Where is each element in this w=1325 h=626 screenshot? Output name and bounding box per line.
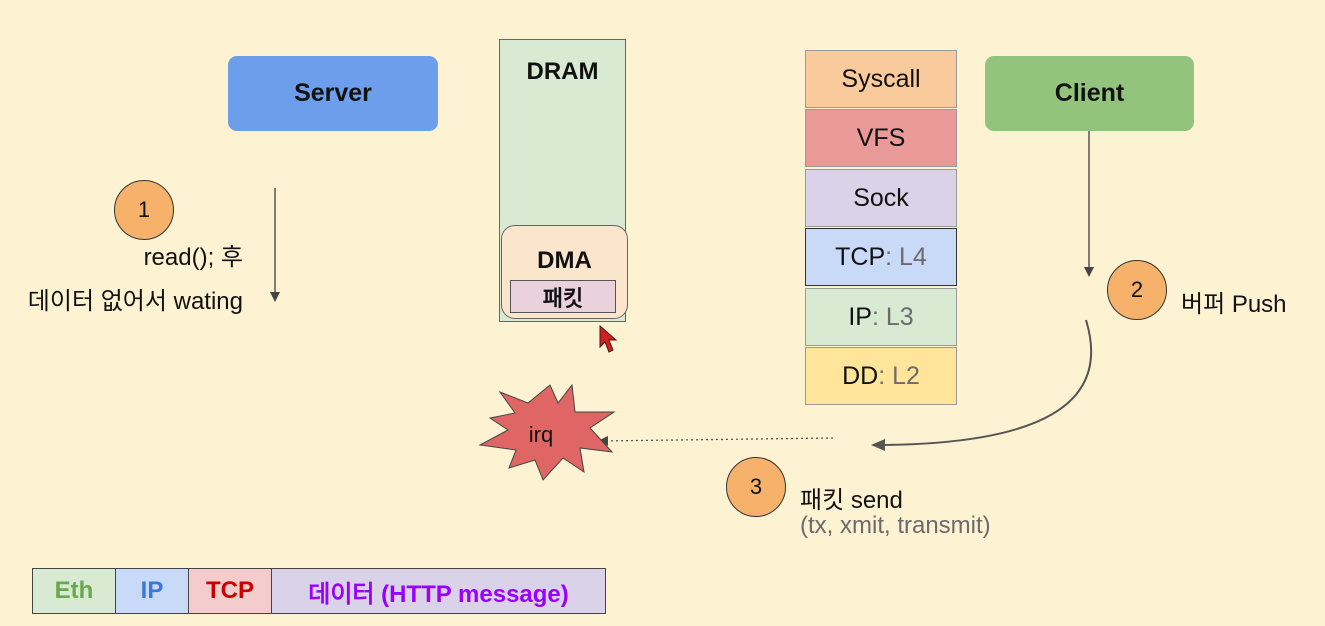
- step-2-circle: 2: [1107, 260, 1167, 320]
- legend-ip: IP: [115, 568, 189, 614]
- step-1-text-line2: 데이터 없어서 wating: [27, 288, 243, 315]
- irq-label: irq: [529, 422, 553, 447]
- step-1-number: 1: [137, 197, 151, 222]
- stack-dd-layer: : L2: [878, 361, 920, 390]
- legend-eth-label: Eth: [54, 577, 94, 604]
- stack-syscall: Syscall: [805, 50, 957, 108]
- step-3-number: 3: [749, 474, 763, 499]
- stack-ip-layer: : L3: [871, 302, 914, 331]
- step-3-subtext: (tx, xmit, transmit): [800, 512, 991, 539]
- legend-tcp: TCP: [188, 568, 272, 614]
- stack-sock-name: Sock: [853, 183, 909, 212]
- step-3-circle: 3: [726, 457, 786, 517]
- dram-label: DRAM: [526, 58, 599, 85]
- stack-vfs: VFS: [805, 109, 957, 167]
- stack-ip: IP: L3: [805, 288, 957, 346]
- step-3-text: 패킷 send: [800, 487, 903, 514]
- step-2-number: 2: [1130, 277, 1144, 302]
- legend-eth: Eth: [32, 568, 116, 614]
- packet-label: 패킷: [542, 285, 584, 311]
- step-1-circle: 1: [114, 180, 174, 240]
- irq-dotted-arrow: [598, 435, 834, 446]
- dma-box: DMA 패킷: [501, 225, 628, 319]
- stack-tcp: TCP: L4: [805, 228, 957, 286]
- stack-sock: Sock: [805, 169, 957, 227]
- stack-ip-name: IP: [848, 302, 872, 331]
- packet-box: 패킷: [510, 280, 616, 313]
- step-2-text: 버퍼 Push: [1181, 291, 1287, 318]
- legend-ip-label: IP: [140, 577, 164, 604]
- stack-dd: DD: L2: [805, 347, 957, 405]
- cursor-icon: [599, 324, 618, 353]
- legend-data: 데이터 (HTTP message): [271, 568, 606, 614]
- stack-tcp-name: TCP: [835, 242, 886, 271]
- stack-tcp-layer: : L4: [885, 242, 927, 271]
- dma-label: DMA: [537, 247, 592, 274]
- client-box: Client: [985, 56, 1194, 131]
- step-1-text-line1: read(); 후: [143, 244, 243, 271]
- stack-dd-name: DD: [842, 361, 879, 390]
- client-label: Client: [1054, 79, 1125, 107]
- server-box: Server: [228, 56, 438, 131]
- stack-vfs-name: VFS: [856, 123, 906, 152]
- legend-tcp-label: TCP: [206, 577, 254, 604]
- legend-data-label: 데이터 (HTTP message): [308, 580, 569, 608]
- irq-burst-shape: [478, 383, 616, 481]
- server-label: Server: [294, 79, 372, 107]
- stack-syscall-name: Syscall: [841, 64, 921, 93]
